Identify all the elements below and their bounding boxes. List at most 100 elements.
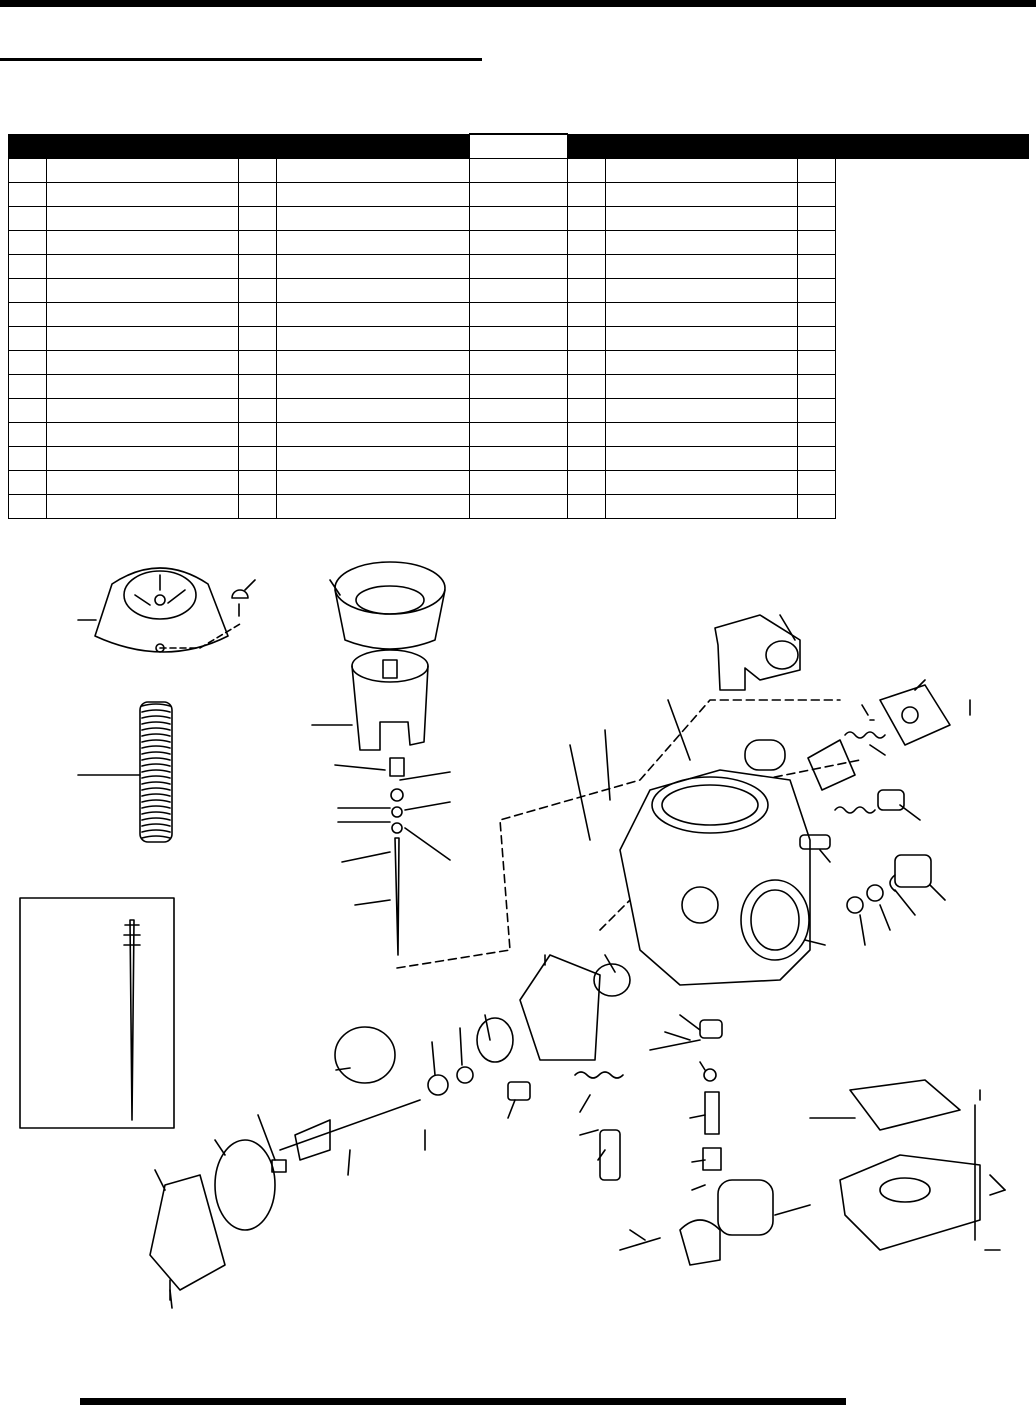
col-ref-2 bbox=[238, 133, 277, 159]
ref-cell bbox=[469, 470, 568, 495]
ref-cell bbox=[469, 398, 568, 423]
description-cell bbox=[46, 158, 239, 183]
description-cell bbox=[46, 254, 239, 279]
ref-cell bbox=[605, 230, 798, 255]
footer-rule bbox=[80, 1398, 846, 1405]
plunger bbox=[799, 834, 831, 850]
ref-cell bbox=[605, 302, 798, 327]
description-cell bbox=[276, 374, 470, 399]
description-cell bbox=[797, 278, 836, 303]
description-cell bbox=[276, 158, 470, 183]
description-cell bbox=[567, 494, 606, 519]
ref-cell bbox=[238, 158, 277, 183]
description-cell bbox=[797, 422, 836, 447]
ref-cell bbox=[605, 254, 798, 279]
description-cell bbox=[797, 254, 836, 279]
ref-cell bbox=[469, 326, 568, 351]
description-cell bbox=[46, 182, 239, 207]
description-cell bbox=[567, 182, 606, 207]
table-row bbox=[8, 254, 1029, 279]
col-desc-2 bbox=[276, 133, 470, 159]
slide-spring bbox=[139, 701, 173, 843]
description-cell bbox=[276, 254, 470, 279]
description-cell bbox=[797, 206, 836, 231]
carburetor-body bbox=[619, 739, 811, 986]
description-cell bbox=[797, 158, 836, 183]
ref-cell bbox=[238, 374, 277, 399]
ref-cell bbox=[8, 470, 47, 495]
ref-cell bbox=[238, 422, 277, 447]
ref-cell bbox=[238, 254, 277, 279]
description-cell bbox=[567, 326, 606, 351]
col-ref-3 bbox=[567, 133, 606, 159]
pump-cover bbox=[807, 684, 951, 791]
description-cell bbox=[276, 206, 470, 231]
description-cell bbox=[567, 302, 606, 327]
col-desc-4 bbox=[835, 133, 1029, 159]
col-desc-1 bbox=[46, 133, 239, 159]
description-cell bbox=[46, 398, 239, 423]
ref-cell bbox=[605, 206, 798, 231]
description-cell bbox=[46, 278, 239, 303]
top-rule bbox=[0, 0, 1036, 7]
table-row bbox=[8, 326, 1029, 351]
ref-cell bbox=[8, 302, 47, 327]
table-row bbox=[8, 182, 1029, 207]
ref-cell bbox=[8, 446, 47, 471]
ref-cell bbox=[8, 326, 47, 351]
description-cell bbox=[567, 350, 606, 375]
description-cell bbox=[797, 302, 836, 327]
ref-cell bbox=[8, 374, 47, 399]
description-cell bbox=[567, 422, 606, 447]
ref-cell bbox=[469, 254, 568, 279]
elbow-fitting bbox=[714, 614, 801, 691]
table-gap bbox=[469, 133, 568, 159]
ref-cell bbox=[8, 278, 47, 303]
cap bbox=[894, 854, 932, 888]
table-row bbox=[8, 206, 1029, 231]
throttle-cover-assembly bbox=[149, 954, 631, 1301]
col-ref-4 bbox=[797, 133, 836, 159]
table-row bbox=[8, 398, 1029, 423]
table-row bbox=[8, 230, 1029, 255]
description-cell bbox=[46, 326, 239, 351]
description-cell bbox=[276, 494, 470, 519]
ref-cell bbox=[238, 182, 277, 207]
description-cell bbox=[567, 230, 606, 255]
diaphragm bbox=[334, 561, 446, 650]
needle-detail-box bbox=[19, 897, 175, 1129]
ref-cell bbox=[469, 374, 568, 399]
description-cell bbox=[567, 470, 606, 495]
description-cell bbox=[797, 326, 836, 351]
parts-table bbox=[8, 133, 1029, 519]
description-cell bbox=[46, 374, 239, 399]
description-cell bbox=[46, 470, 239, 495]
ref-cell bbox=[605, 278, 798, 303]
col-desc-3 bbox=[605, 133, 798, 159]
ref-cell bbox=[605, 470, 798, 495]
ref-cell bbox=[605, 422, 798, 447]
ref-cell bbox=[605, 182, 798, 207]
description-cell bbox=[276, 182, 470, 207]
plunger-spring bbox=[834, 806, 876, 814]
ref-cell bbox=[605, 398, 798, 423]
ref-cell bbox=[8, 350, 47, 375]
description-cell bbox=[797, 350, 836, 375]
description-cell bbox=[797, 470, 836, 495]
ref-cell bbox=[238, 398, 277, 423]
description-cell bbox=[567, 374, 606, 399]
description-cell bbox=[276, 350, 470, 375]
ref-cell bbox=[469, 422, 568, 447]
ref-cell bbox=[238, 230, 277, 255]
ref-cell bbox=[605, 374, 798, 399]
ref-cell bbox=[469, 230, 568, 255]
ref-cell bbox=[469, 158, 568, 183]
description-cell bbox=[276, 470, 470, 495]
ref-cell bbox=[469, 350, 568, 375]
description-cell bbox=[797, 374, 836, 399]
ref-cell bbox=[605, 494, 798, 519]
description-cell bbox=[276, 446, 470, 471]
description-cell bbox=[276, 422, 470, 447]
description-cell bbox=[567, 254, 606, 279]
description-cell bbox=[46, 206, 239, 231]
